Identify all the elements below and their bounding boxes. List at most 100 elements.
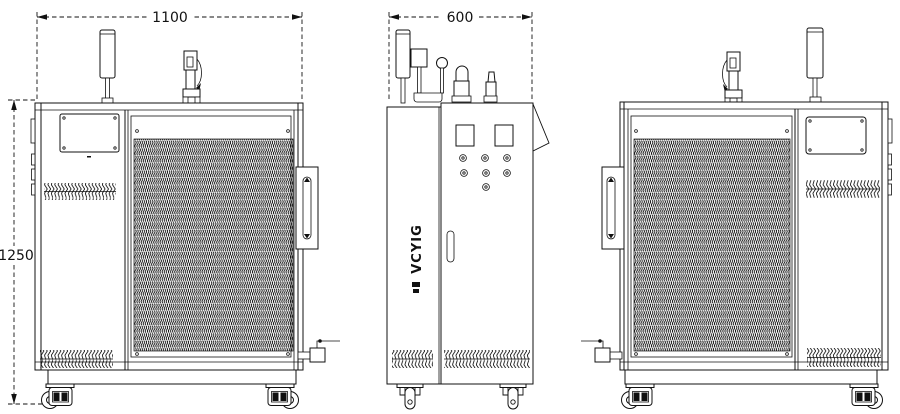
back-door-handle: [601, 166, 625, 250]
side-door-buttons: [459, 154, 511, 191]
display-window: [455, 124, 475, 147]
hinge-tab: [31, 153, 36, 166]
junction-box: [410, 48, 428, 68]
side-vent-front: [444, 350, 530, 368]
arrowhead-right: [522, 14, 532, 20]
box-stem: [417, 66, 422, 94]
back-vent-upper: [806, 180, 880, 198]
valve-body: [309, 347, 326, 363]
valve-handle-pivot: [598, 339, 602, 343]
fitting-body: [453, 80, 470, 98]
gauge-base: [101, 97, 114, 104]
screw-icon: [785, 352, 789, 356]
button-dot: [483, 156, 487, 160]
front-vent-lower: [40, 350, 113, 368]
indicator-button: [503, 154, 511, 162]
door-handle-slot: [446, 230, 455, 263]
hinge-tab: [31, 168, 36, 181]
base-frame: [47, 369, 297, 385]
side-front-cabinet: [440, 102, 534, 385]
dim-height-label: 1250: [0, 248, 34, 264]
caster-wheel: [396, 383, 424, 410]
fitting-body: [485, 81, 497, 98]
valve-foot: [182, 96, 189, 104]
screw-icon: [785, 129, 789, 133]
hinge-tab: [887, 168, 892, 181]
front-vent-upper: [44, 183, 116, 200]
side-valve-fitting: [451, 65, 472, 103]
button-dot: [462, 171, 466, 175]
handle-end-mark: [608, 177, 614, 182]
hinge-tab: [30, 118, 36, 144]
back-drain-valve: [581, 339, 623, 363]
gauge-cylinder: [99, 29, 116, 79]
side-gauge-assembly: [395, 29, 448, 104]
back-base: [620, 361, 888, 385]
gauge-cylinder: [806, 27, 824, 79]
caster-wheel: [849, 383, 883, 409]
base-frame: [624, 369, 878, 385]
dim-depth-label: 600: [447, 10, 474, 26]
handle-slot: [302, 176, 312, 240]
handle-slot: [606, 176, 616, 240]
valve-handle-pivot: [318, 339, 322, 343]
pipe-elbow: [413, 92, 443, 103]
indicator-button: [482, 169, 490, 177]
side-brand-logo: VCYIG: [410, 224, 425, 293]
valve-stub: [609, 351, 623, 360]
caster-wheel: [621, 383, 655, 409]
arrowhead-right: [292, 14, 302, 20]
fitting-tip: [487, 71, 496, 83]
back-hinge-tabs: [887, 118, 893, 196]
side-small-fitting: [483, 71, 498, 103]
label-backing: [0, 246, 33, 263]
dimension-width-1100: 1100: [36, 9, 303, 100]
indicator-button: [482, 183, 490, 191]
gauge-base: [809, 96, 822, 103]
fitting-base: [483, 95, 498, 103]
side-view: VCYIG: [386, 29, 550, 410]
screw-icon: [286, 352, 290, 356]
handle-end-mark: [304, 234, 310, 239]
gauge-cylinder: [395, 29, 411, 79]
valve-body: [594, 347, 611, 363]
dim-width-label: 1100: [152, 10, 188, 26]
label-backing: [441, 9, 479, 24]
button-dot: [505, 171, 509, 175]
screw-icon: [860, 119, 864, 123]
caster-wheel: [41, 383, 75, 409]
back-safety-valve: [722, 51, 743, 105]
display-window: [494, 124, 514, 147]
indicator-button: [459, 154, 467, 162]
hinge-tab: [887, 183, 892, 196]
nameplate-rect: [59, 113, 120, 153]
valve-lever: [722, 59, 728, 88]
arrowhead-left: [389, 14, 399, 20]
arrowhead-left: [37, 14, 47, 20]
screw-icon: [634, 129, 638, 133]
caster-wheel: [265, 383, 299, 409]
grille-hatch: [633, 138, 791, 352]
fitting-base: [451, 95, 472, 103]
valve-lever-arrow: [723, 84, 728, 91]
gauge-stem: [812, 77, 818, 99]
front-nameplate: [59, 113, 120, 158]
hinge-tab: [887, 118, 893, 144]
valve-body: [185, 69, 196, 90]
gauge-stem: [400, 77, 406, 104]
hinge-tab: [31, 183, 36, 196]
grille-hatch: [133, 138, 294, 352]
side-vent-rear: [392, 350, 433, 368]
float-rod: [440, 67, 444, 94]
handle-end-mark: [608, 234, 614, 239]
screw-icon: [113, 116, 117, 120]
screw-icon: [135, 352, 139, 356]
screw-icon: [808, 148, 812, 152]
screw-icon: [135, 129, 139, 133]
button-dot: [484, 185, 488, 189]
valve-foot: [194, 96, 201, 104]
back-vent-lower: [807, 348, 881, 367]
valve-body: [728, 70, 739, 91]
